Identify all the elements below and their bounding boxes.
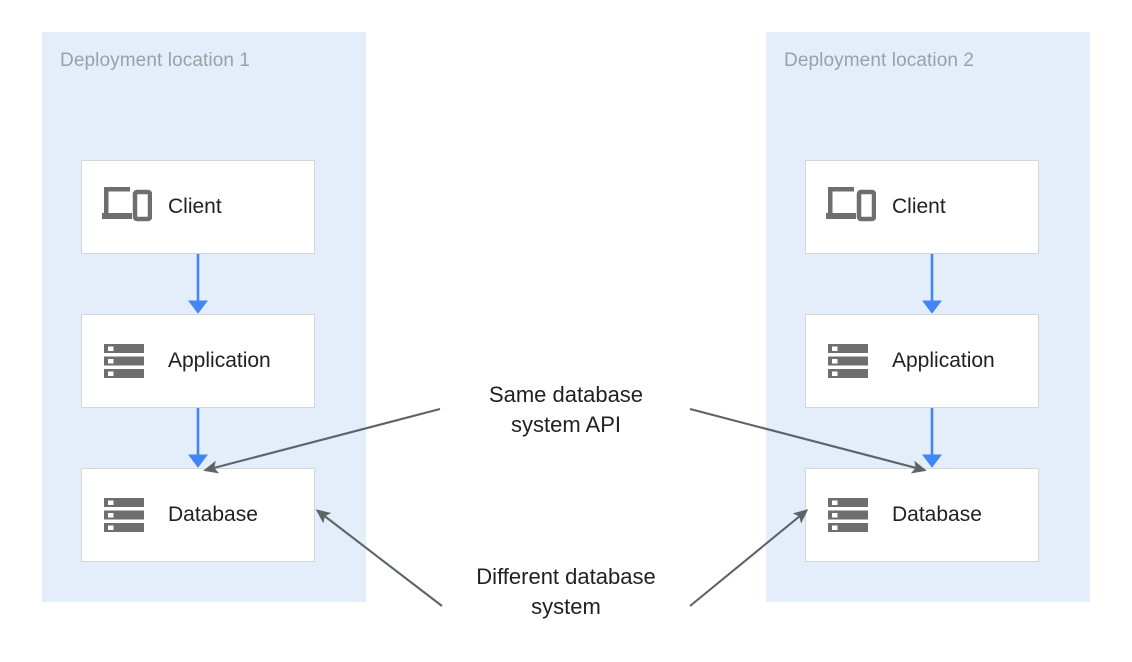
panel-2-title: Deployment location 2 xyxy=(784,50,975,71)
panel-1-application-label: Application xyxy=(168,349,271,372)
panel-1-database-node[interactable]: Database xyxy=(81,468,315,562)
panel-2-application-label: Application xyxy=(892,349,995,372)
panel-2-database-node[interactable]: Database xyxy=(805,468,1039,562)
panel-1-application-node[interactable]: Application xyxy=(81,314,315,408)
server-rack-icon xyxy=(104,344,144,378)
panel-1-client-node[interactable]: Client xyxy=(81,160,315,254)
server-rack-icon xyxy=(828,344,868,378)
devices-icon xyxy=(826,187,876,222)
panel-1-database-label: Database xyxy=(168,503,258,526)
panel-2-client-label: Client xyxy=(892,195,946,218)
panel-1-client-label: Client xyxy=(168,195,222,218)
server-rack-icon xyxy=(104,498,144,532)
annotation-different-database-system: Different database system xyxy=(476,564,656,619)
panel-2-application-node[interactable]: Application xyxy=(805,314,1039,408)
deployment-location-1-panel: Deployment location 1 Client Application xyxy=(42,32,366,602)
panel-1-title: Deployment location 1 xyxy=(60,50,251,71)
panel-2-database-label: Database xyxy=(892,503,982,526)
annotation-same-database-system-api: Same database system API xyxy=(488,382,644,437)
panel-2-client-node[interactable]: Client xyxy=(805,160,1039,254)
server-rack-icon xyxy=(828,498,868,532)
deployment-location-2-panel: Deployment location 2 Client Application xyxy=(766,32,1090,602)
devices-icon xyxy=(102,187,152,222)
